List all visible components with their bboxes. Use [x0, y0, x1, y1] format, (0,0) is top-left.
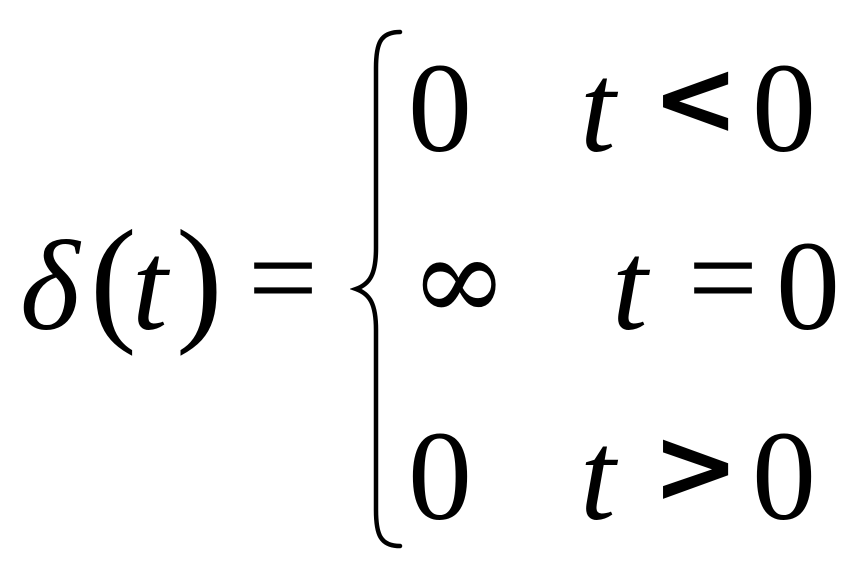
- case-1-relation: <: [652, 37, 740, 159]
- case-3-relation: >: [652, 405, 740, 527]
- case-2-variable: t: [612, 215, 648, 357]
- case-2-value: ∞: [410, 210, 509, 348]
- case-3-threshold: 0: [752, 405, 816, 547]
- delta-symbol: δ: [20, 215, 80, 357]
- case-1-value: 0: [408, 37, 472, 179]
- lhs-variable-t: t: [132, 215, 168, 357]
- case-2-relation: =: [688, 209, 758, 346]
- case-1-variable: t: [580, 37, 616, 179]
- left-brace-icon: [350, 29, 403, 549]
- close-parenthesis: ): [176, 202, 223, 357]
- lhs-equals-sign: =: [248, 209, 318, 346]
- case-2-threshold: 0: [776, 215, 840, 357]
- open-parenthesis: (: [90, 202, 137, 357]
- case-1-threshold: 0: [752, 37, 816, 179]
- case-3-value: 0: [408, 405, 472, 547]
- case-3-variable: t: [580, 405, 616, 547]
